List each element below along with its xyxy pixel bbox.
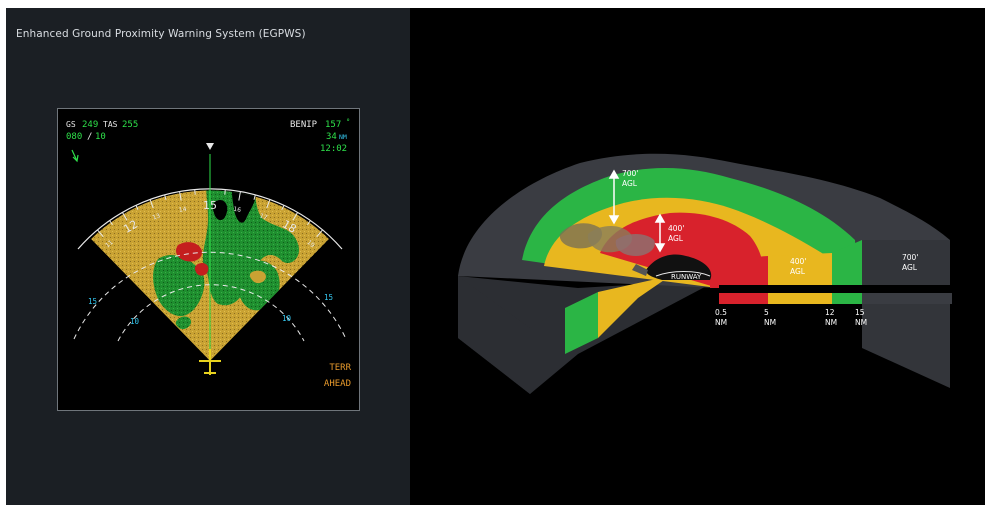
compass-tick: [122, 212, 128, 221]
tas-value: 255: [122, 120, 138, 130]
gs-value: 249: [82, 120, 98, 130]
compass-tick: [316, 229, 323, 238]
scale-label-0-5: 0.5: [715, 308, 727, 317]
zone-diagram: 700' AGL 400' AGL RUNWAY 400' AGL 700' A…: [458, 153, 952, 394]
tas-label: TAS: [103, 120, 118, 129]
compass-minor-tick: [281, 205, 285, 211]
wind-separator: /: [87, 132, 92, 142]
terrain-green-small: [175, 316, 192, 330]
runway-edge-line: [655, 271, 711, 277]
compass-label: 17: [259, 212, 269, 221]
compass-tick: [149, 199, 154, 209]
compass-tick: [97, 229, 104, 238]
panel-title: Enhanced Ground Proximity Warning System…: [16, 28, 306, 40]
compass-minor-tick: [253, 194, 256, 200]
terrain-green-west: [153, 254, 205, 317]
yellow-front-slab: [598, 276, 670, 338]
aircraft-icon: [199, 349, 221, 375]
scale-bar-red: [719, 293, 768, 304]
dark-front-slab: [530, 308, 565, 394]
compass-tick: [292, 212, 298, 221]
red-height-unit: AGL: [668, 234, 684, 243]
compass-label: 19: [305, 239, 315, 249]
cut-yellow-unit: AGL: [790, 267, 806, 276]
scale-bar-yellow: [768, 293, 832, 304]
green-height-unit: AGL: [622, 179, 638, 188]
terrain-red-2: [194, 262, 209, 276]
eta-time: 12:02: [320, 144, 347, 154]
navigation-display: 11 12 13 14 15 16 17 18 19 GS 249 TAS 255: [57, 108, 360, 411]
yellow-cut-face: [768, 253, 832, 288]
nd-svg: 11 12 13 14 15 16 17 18 19 GS 249 TAS 255: [66, 118, 352, 389]
scale-label-15: 15: [855, 308, 865, 317]
scale-unit-0-5: NM: [715, 318, 727, 327]
terrain-red-1: [175, 242, 203, 262]
bearing-unit: °: [346, 118, 350, 126]
range-ring-outer: [73, 251, 347, 340]
red-cut-face: [710, 256, 768, 288]
compass-label: 14: [178, 206, 187, 214]
cut-gray-unit: AGL: [902, 263, 918, 272]
green-cut-face: [832, 240, 862, 288]
scale-unit-15: NM: [855, 318, 867, 327]
scale-bar-gray: [862, 293, 952, 304]
cut-gray-value: 700': [902, 253, 918, 262]
range-label-outer-left: 15: [88, 297, 97, 306]
red-height-value: 400': [668, 224, 684, 233]
waypoint-bearing: 157: [325, 120, 341, 130]
runway-tunnel: [632, 264, 648, 276]
gray-cut-face: [862, 240, 950, 388]
scale-bar-green: [832, 293, 862, 304]
compass-label: 11: [104, 239, 114, 249]
wind-arrow-icon: [71, 149, 79, 163]
terrain-green-ridge: [202, 190, 299, 306]
green-front-slab: [565, 292, 598, 354]
compass-tick: [238, 191, 241, 201]
compass-label: 12: [121, 218, 140, 236]
compass-tick: [266, 199, 271, 209]
terrain-yellow-patch: [249, 270, 266, 284]
scale-label-12: 12: [825, 308, 835, 317]
scale-bar-black: [719, 285, 952, 293]
gs-label: GS: [66, 120, 76, 129]
scale-unit-12: NM: [825, 318, 837, 327]
terrain-bump-3: [615, 234, 655, 256]
right-panel: 700' AGL 400' AGL RUNWAY 400' AGL 700' A…: [410, 8, 985, 505]
compass-minor-tick: [109, 220, 113, 226]
scale-label-5: 5: [764, 308, 769, 317]
compass-ticks: [97, 189, 323, 238]
compass-minor-tick: [307, 220, 311, 226]
left-panel: Enhanced Ground Proximity Warning System…: [6, 8, 410, 505]
compass-minor-tick: [135, 205, 139, 211]
terrain-black-gap: [232, 190, 257, 223]
waypoint-distance: 34: [326, 132, 337, 142]
compass-tick: [179, 191, 182, 201]
height-arrow-red: [654, 213, 666, 253]
scale-unit-5: NM: [764, 318, 776, 327]
waypoint-name: BENIP: [290, 120, 318, 130]
compass-label: 18: [280, 218, 299, 236]
wind-speed: 10: [95, 132, 106, 142]
terrain-green-east: [236, 260, 280, 311]
runway-label: RUNWAY: [671, 273, 702, 281]
gray-front-slab: [458, 276, 530, 394]
distance-unit: NM: [339, 133, 347, 141]
compass-label: 13: [152, 212, 162, 221]
range-label-outer-right: 15: [324, 293, 333, 302]
height-arrow-green: [608, 169, 620, 225]
wind-direction: 080: [66, 132, 82, 142]
range-label-inner-right: 10: [282, 314, 292, 323]
alert-ahead: AHEAD: [324, 379, 351, 389]
green-height-value: 700': [622, 169, 638, 178]
range-label-inner-left: 10: [130, 317, 140, 326]
terrain-black-gap-2: [212, 199, 228, 221]
lubber-marker: [206, 143, 214, 150]
cut-yellow-value: 400': [790, 257, 806, 266]
compass-minor-tick: [164, 194, 167, 200]
compass-label: 16: [233, 206, 242, 214]
alert-terr: TERR: [329, 363, 351, 373]
